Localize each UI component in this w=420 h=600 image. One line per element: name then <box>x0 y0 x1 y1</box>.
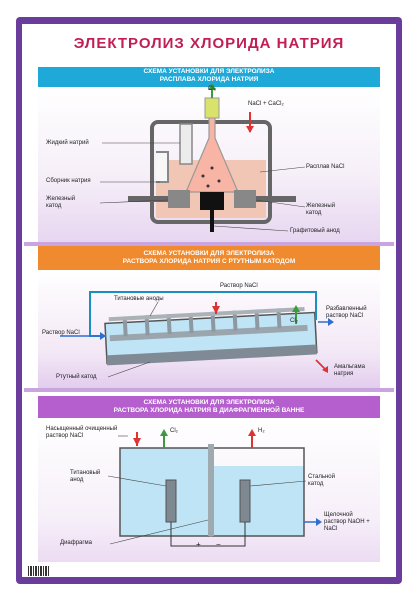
iron-cathode-left <box>168 190 190 208</box>
s3-diaphragm-label: Диафрагма <box>60 540 93 546</box>
anode-rods <box>122 308 282 337</box>
s3-h2-label: H₂ <box>258 428 265 434</box>
s1-anode-label: Графитовый анод <box>290 228 340 234</box>
s1-cl2-label: Cl₂ <box>208 86 216 92</box>
diaphragm <box>208 444 214 536</box>
s3-alkaline-label: Щелочной раствор NaOH + NaCl <box>324 512 370 532</box>
graphite-anode <box>200 192 224 210</box>
section3-header-line2: РАСТВОРА ХЛОРИДА НАТРИЯ В ДИАФРАГМЕННОЙ … <box>113 407 305 414</box>
s2-amalgam-label: Амальгама натрия <box>334 364 365 377</box>
section1-header: СХЕМА УСТАНОВКИ ДЛЯ ЭЛЕКТРОЛИЗА РАСПЛАВА… <box>38 67 380 87</box>
page-title: ЭЛЕКТРОЛИЗ ХЛОРИДА НАТРИЯ <box>73 35 345 52</box>
mercury-layer <box>106 344 317 366</box>
section1-header-line1: СХЕМА УСТАНОВКИ ДЛЯ ЭЛЕКТРОЛИЗА <box>143 68 275 75</box>
s3-minus-label: − <box>216 540 221 549</box>
anode-compartment <box>119 447 211 537</box>
sodium-collector <box>156 151 169 183</box>
s3-titanium-anode-label: Титановый анод <box>70 470 101 483</box>
s3-plus-label: + <box>196 540 201 549</box>
iron-cathode-right <box>234 190 256 208</box>
section-divider <box>24 242 394 246</box>
section2-header-line1: СХЕМА УСТАНОВКИ ДЛЯ ЭЛЕКТРОЛИЗА <box>143 250 275 257</box>
s1-melt-label: Расплав NaCl <box>306 164 345 170</box>
section2-header-line2: РАСТВОРА ХЛОРИДА НАТРИЯ С РТУТНЫМ КАТОДО… <box>122 258 296 265</box>
section2-header: СХЕМА УСТАНОВКИ ДЛЯ ЭЛЕКТРОЛИЗА РАСТВОРА… <box>38 246 380 270</box>
section1-header-line2: РАСПЛАВА ХЛОРИДА НАТРИЯ <box>159 76 259 83</box>
s2-cl2-label: Cl₂ <box>290 318 298 324</box>
cathode-solution <box>212 466 304 536</box>
s3-cl2-label: Cl₂ <box>170 428 178 434</box>
barcode <box>28 566 50 576</box>
s2-solution-left-label: Раствор NaCl <box>42 330 80 336</box>
section3-header-line1: СХЕМА УСТАНОВКИ ДЛЯ ЭЛЕКТРОЛИЗА <box>143 399 275 406</box>
s2-titanium-anodes-label: Титановые аноды <box>114 296 164 302</box>
s3-purified-label: Насыщенный очищенный раствор NaCl <box>46 426 118 439</box>
steel-cathode <box>239 479 251 523</box>
s1-liquid-sodium-label: Жидкий натрий <box>46 140 89 146</box>
s1-reaction-label: NaCl + CaCl₂ <box>248 101 284 107</box>
s1-cathode-left-label: Железный катод <box>46 196 76 209</box>
section3-header: СХЕМА УСТАНОВКИ ДЛЯ ЭЛЕКТРОЛИЗА РАСТВОРА… <box>38 396 380 418</box>
s2-depleted-label: Разбавленный раствор NaCl <box>326 306 367 319</box>
s2-solution-top-label: Раствор NaCl <box>220 283 258 289</box>
s2-mercury-label: Ртутный катод <box>56 374 97 380</box>
section-divider <box>24 388 394 392</box>
s3-steel-cathode-label: Стальной катод <box>308 474 335 487</box>
liquid-sodium-tube <box>179 123 193 165</box>
s1-collector-label: Сборник натрия <box>46 178 91 184</box>
s1-cathode-right-label: Железный катод <box>306 203 336 216</box>
titanium-anode <box>165 479 177 523</box>
